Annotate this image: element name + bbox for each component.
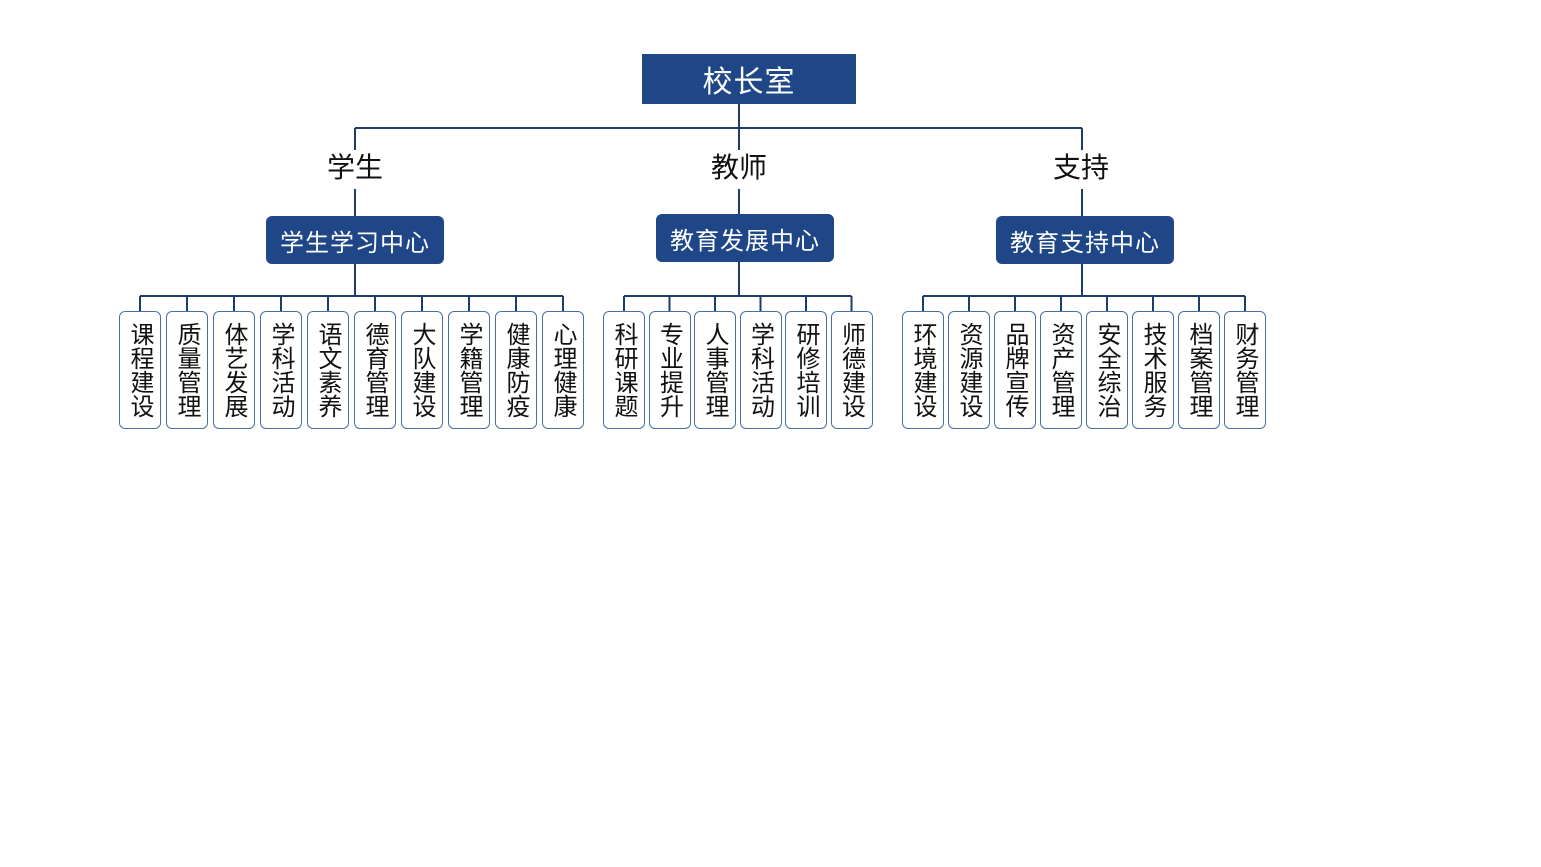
leaf-node: 师德建设 — [830, 311, 873, 429]
leaf-node: 资产管理 — [1040, 311, 1082, 429]
leaf-node: 资源建设 — [948, 311, 990, 429]
center-node-student-learning: 学生学习中心 — [266, 216, 444, 264]
category-label-students: 学生 — [326, 151, 383, 184]
leaf-node: 安全综治 — [1086, 311, 1128, 429]
leaf-node: 专业提升 — [648, 311, 691, 429]
leaf-node: 科研课题 — [603, 311, 645, 429]
leaf-node: 质量管理 — [166, 311, 208, 429]
category-label-support: 支持 — [1052, 151, 1109, 184]
center-node-education-development: 教育发展中心 — [656, 214, 834, 262]
leaf-node: 德育管理 — [354, 311, 396, 429]
leaf-node: 财务管理 — [1224, 311, 1266, 429]
leaf-node: 体艺发展 — [213, 311, 255, 429]
leaf-node: 课程建设 — [119, 311, 161, 429]
leaf-node: 人事管理 — [694, 311, 736, 429]
leaf-node: 心理健康 — [542, 311, 584, 429]
root-node-principal-office: 校长室 — [642, 54, 856, 104]
leaf-node: 技术服务 — [1132, 311, 1174, 429]
leaf-node: 学科活动 — [739, 311, 782, 429]
leaf-node: 健康防疫 — [495, 311, 537, 429]
leaf-node: 大队建设 — [401, 311, 443, 429]
leaf-node: 学籍管理 — [448, 311, 490, 429]
leaf-node: 研修培训 — [785, 311, 827, 429]
leaf-node: 品牌宣传 — [994, 311, 1036, 429]
center-node-education-support: 教育支持中心 — [996, 216, 1174, 264]
leaf-node: 档案管理 — [1178, 311, 1220, 429]
leaf-node: 环境建设 — [902, 311, 944, 429]
leaf-node: 语文素养 — [307, 311, 349, 429]
category-label-teachers: 教师 — [710, 151, 767, 184]
leaf-node: 学科活动 — [260, 311, 302, 429]
